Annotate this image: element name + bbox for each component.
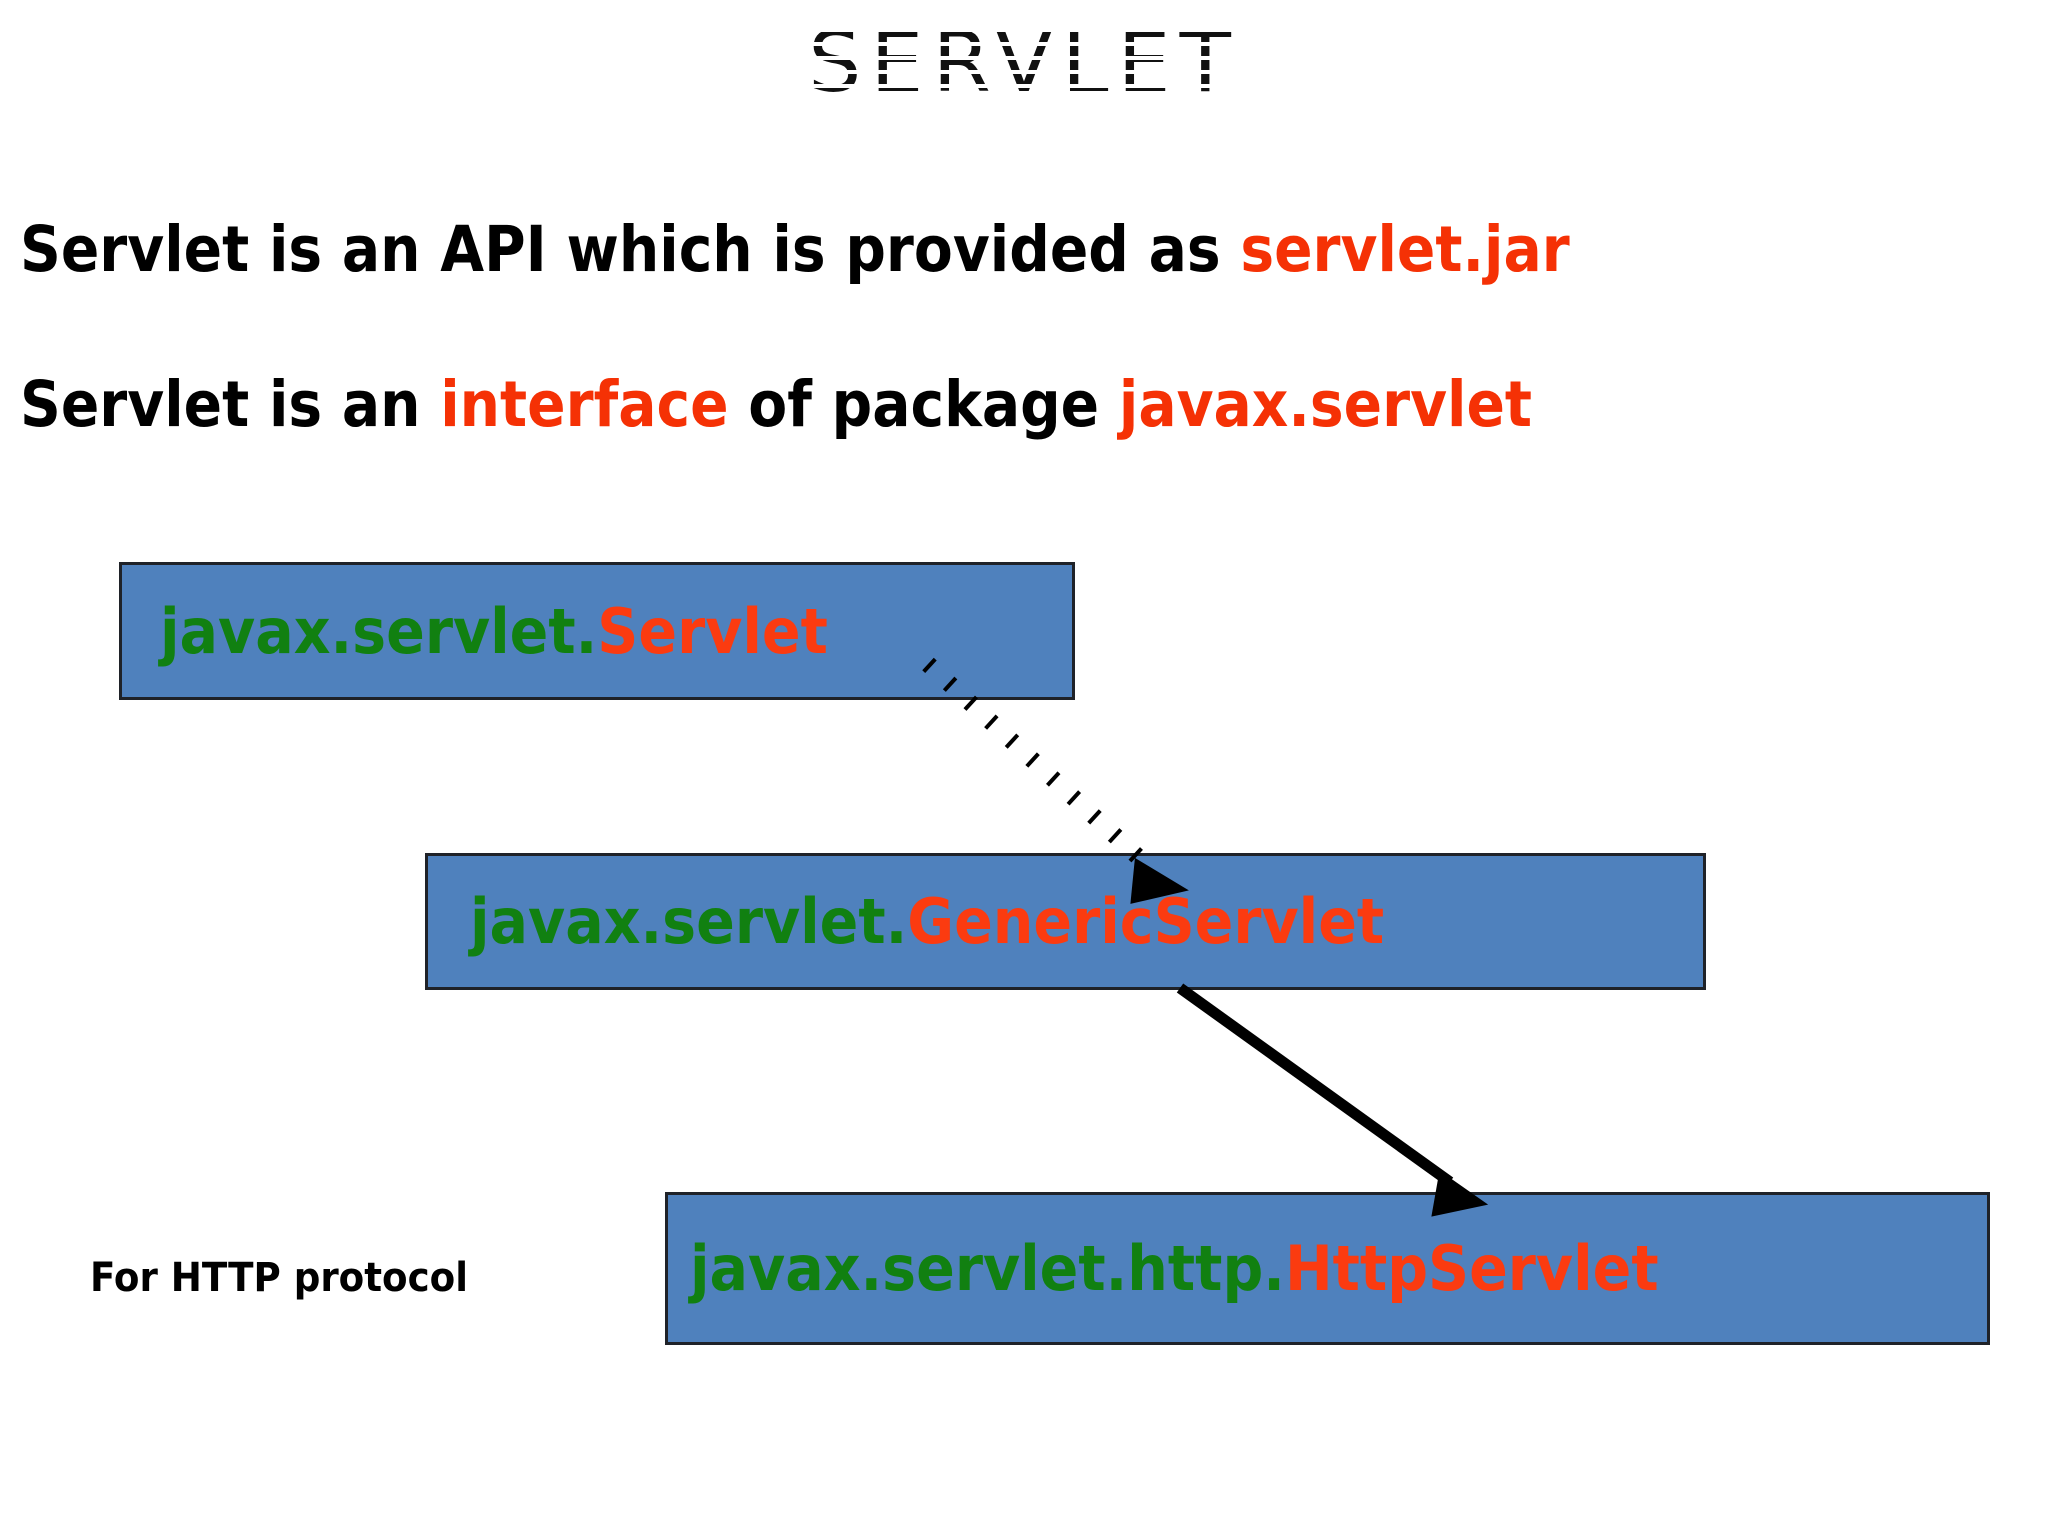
page-title: SERVLET — [808, 13, 1240, 111]
class-box-servlet: javax.servlet.Servlet — [119, 562, 1075, 700]
class-box-servlet-package: javax.servlet. — [160, 594, 598, 668]
bullet-line-1: Servlet is an API which is provided as s… — [20, 215, 1570, 284]
class-box-generic-servlet-package: javax.servlet. — [470, 885, 908, 958]
class-box-generic-servlet-class: GenericServlet — [907, 885, 1385, 958]
solid-arrow-icon — [1176, 983, 1489, 1217]
class-box-http-servlet-package: javax.servlet.http. — [690, 1232, 1285, 1305]
class-box-generic-servlet: javax.servlet.GenericServlet — [425, 853, 1706, 990]
class-box-http-servlet-class: HttpServlet — [1284, 1232, 1659, 1305]
bullet-line-2-segment-2-interface: interface — [440, 368, 729, 441]
class-box-http-servlet-label: javax.servlet.http.HttpServlet — [690, 1232, 1659, 1305]
bullet-line-2-segment-3: of package — [728, 368, 1119, 441]
bullet-line-2-segment-4-package: javax.servlet — [1118, 368, 1533, 441]
solid-arrow-shaft — [1176, 983, 1454, 1187]
class-box-http-servlet: javax.servlet.http.HttpServlet — [665, 1192, 1990, 1345]
bullet-line-1-black: Servlet is an API which is provided as — [20, 213, 1241, 286]
bullet-line-2-segment-1: Servlet is an — [20, 368, 441, 441]
caption-for-http-protocol: For HTTP protocol — [90, 1255, 468, 1301]
class-box-servlet-class: Servlet — [597, 594, 828, 668]
bullet-line-2: Servlet is an interface of package javax… — [20, 370, 1532, 439]
class-box-generic-servlet-label: javax.servlet.GenericServlet — [470, 885, 1384, 958]
bullet-line-1-accent: servlet.jar — [1240, 213, 1570, 286]
class-box-servlet-label: javax.servlet.Servlet — [160, 595, 828, 668]
